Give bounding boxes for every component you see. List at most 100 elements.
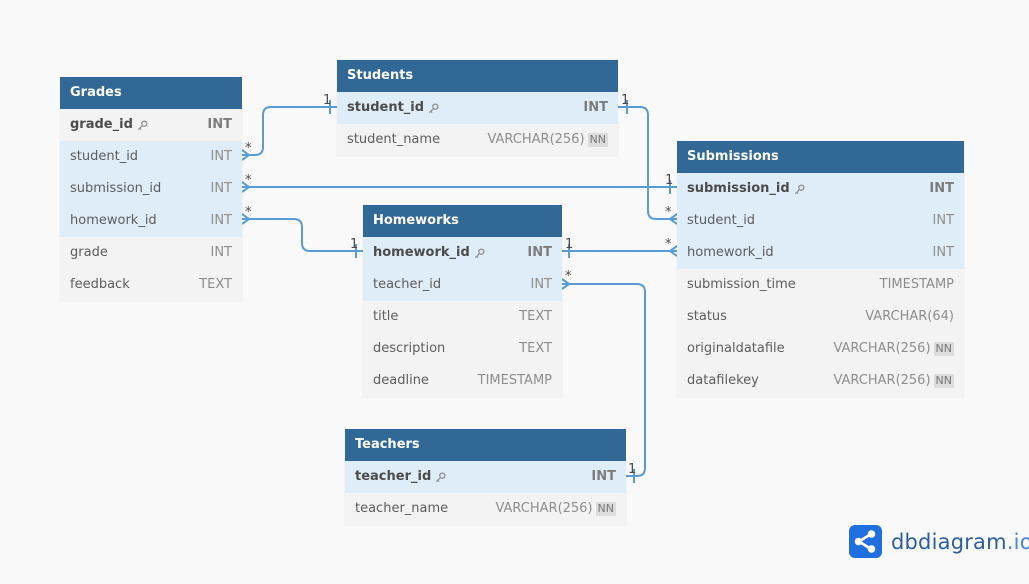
field-type: INT — [530, 277, 553, 292]
field-row[interactable]: grade INT — [60, 237, 242, 269]
field-type: TIMESTAMP — [477, 373, 552, 388]
field-type: TIMESTAMP — [879, 277, 954, 292]
rel-submissions-students[interactable] — [618, 106, 677, 220]
table-title[interactable]: Submissions — [677, 141, 964, 173]
key-icon — [436, 472, 446, 482]
field-name: teacher_name — [355, 501, 449, 516]
card-homeworks-from-submissions: 1 — [565, 237, 573, 252]
table-title[interactable]: Students — [337, 60, 618, 92]
field-type: VARCHAR(256) — [495, 501, 593, 516]
field-name: homework_id — [70, 213, 157, 228]
key-icon — [794, 184, 805, 194]
field-name: homework_id — [687, 245, 774, 260]
field-row[interactable]: datafilekey VARCHAR(256)NN — [677, 365, 964, 397]
field-name: feedback — [70, 277, 130, 292]
rel-homeworks-teachers[interactable] — [562, 283, 646, 477]
share-icon — [849, 525, 882, 558]
field-row[interactable]: teacher_id INT — [363, 269, 562, 301]
field-row[interactable]: student_id INT — [60, 141, 242, 173]
field-name: student_id — [687, 213, 756, 228]
key-icon — [429, 103, 439, 113]
field-name: teacher_id — [355, 469, 432, 484]
field-row[interactable]: teacher_name VARCHAR(256)NN — [345, 493, 626, 525]
field-row[interactable]: deadline TIMESTAMP — [363, 365, 562, 397]
table-title[interactable]: Grades — [60, 77, 242, 109]
field-name: student_name — [347, 132, 441, 147]
field-row[interactable]: title TEXT — [363, 301, 562, 333]
field-type: INT — [583, 100, 608, 115]
field-name: student_id — [347, 100, 425, 115]
card-submissions-from-grades: 1 — [665, 173, 673, 188]
not-null-badge: NN — [587, 133, 608, 147]
card-homeworks-from-grades: 1 — [350, 237, 358, 252]
field-type: INT — [210, 245, 233, 260]
field-row[interactable]: grade_id INT — [60, 109, 242, 141]
key-icon — [474, 248, 485, 258]
field-name: grade_id — [70, 117, 133, 132]
not-null-badge: NN — [933, 374, 954, 388]
field-type: VARCHAR(256) — [833, 373, 931, 388]
field-row[interactable]: homework_id INT — [677, 237, 964, 269]
table-title[interactable]: Homeworks — [363, 205, 562, 237]
field-row[interactable]: homework_id INT — [60, 205, 242, 237]
field-type: TEXT — [519, 309, 552, 324]
field-type: INT — [210, 181, 233, 196]
field-name: submission_id — [687, 181, 790, 196]
field-name: submission_time — [687, 277, 796, 292]
card-teachers-from-homeworks: 1 — [628, 462, 636, 477]
field-name: grade — [70, 245, 108, 260]
field-row[interactable]: student_id INT — [337, 92, 618, 124]
field-name: originaldatafile — [687, 341, 785, 356]
card-submissions-homework: * — [665, 237, 672, 252]
field-name: deadline — [373, 373, 429, 388]
field-name: status — [687, 309, 727, 324]
key-icon — [137, 120, 148, 130]
field-row[interactable]: submission_id INT — [677, 173, 964, 205]
field-row[interactable]: student_name VARCHAR(256)NN — [337, 124, 618, 156]
field-name: title — [373, 309, 399, 324]
rel-grades-students[interactable] — [242, 106, 337, 156]
field-type: TEXT — [199, 277, 232, 292]
field-row[interactable]: student_id INT — [677, 205, 964, 237]
rel-grades-homeworks[interactable] — [242, 218, 363, 252]
card-homeworks-teacher: * — [565, 269, 572, 284]
field-type: TEXT — [519, 341, 552, 356]
field-row[interactable]: feedback TEXT — [60, 269, 242, 301]
not-null-badge: NN — [933, 342, 954, 356]
table-teachers[interactable]: Teachers teacher_id INT teacher_name VARCHAR… — [345, 429, 626, 525]
card-grades-submission: * — [245, 173, 252, 188]
field-type: INT — [210, 213, 233, 228]
field-type: VARCHAR(256) — [487, 132, 585, 147]
field-type: INT — [591, 469, 616, 484]
table-title[interactable]: Teachers — [345, 429, 626, 461]
field-row[interactable]: submission_time TIMESTAMP — [677, 269, 964, 301]
field-type: INT — [932, 213, 955, 228]
card-submissions-student: * — [665, 205, 672, 220]
not-null-badge: NN — [595, 502, 616, 516]
field-type: INT — [932, 245, 955, 260]
field-name: teacher_id — [373, 277, 442, 292]
field-name: student_id — [70, 149, 139, 164]
field-type: VARCHAR(256) — [833, 341, 931, 356]
card-grades-homework: * — [245, 205, 252, 220]
card-students-from-grades: 1 — [323, 93, 331, 108]
field-type: INT — [210, 149, 233, 164]
field-row[interactable]: submission_id INT — [60, 173, 242, 205]
field-name: homework_id — [373, 245, 470, 260]
field-name: submission_id — [70, 181, 162, 196]
brand-name: dbdiagram.io — [891, 529, 1029, 554]
field-type: INT — [929, 181, 954, 196]
field-name: datafilekey — [687, 373, 759, 388]
field-row[interactable]: originaldatafile VARCHAR(256)NN — [677, 333, 964, 365]
field-row[interactable]: teacher_id INT — [345, 461, 626, 493]
table-students[interactable]: Students student_id INT student_name VARCHAR… — [337, 60, 618, 156]
brand-logo: dbdiagram.io — [849, 525, 1029, 558]
field-type: INT — [207, 117, 232, 132]
